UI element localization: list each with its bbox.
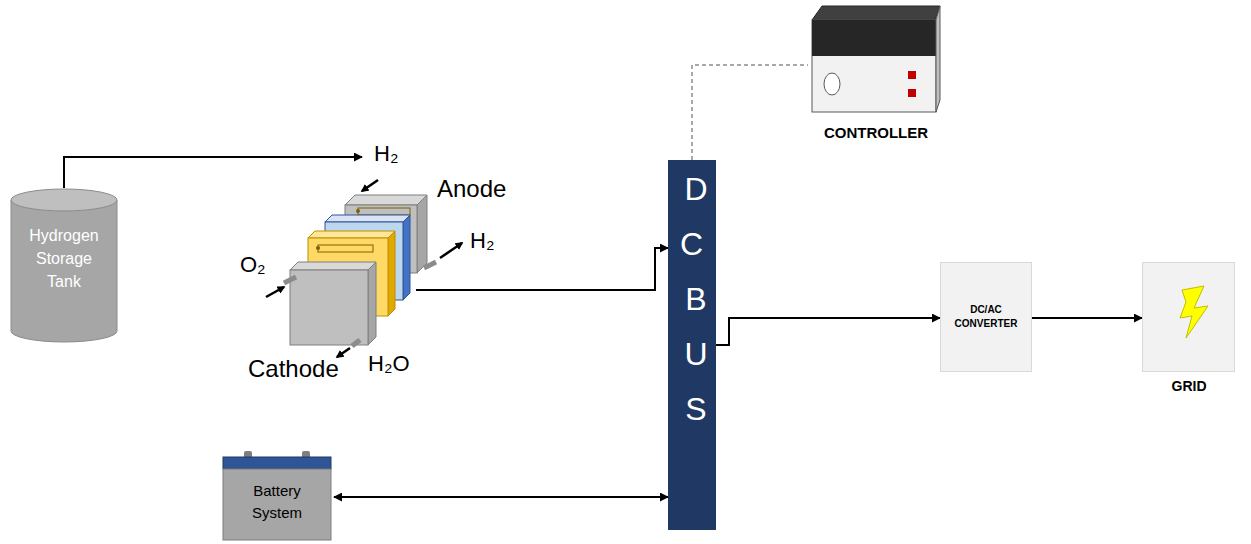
gas-label: H₂: [374, 143, 398, 165]
connector: [334, 496, 668, 498]
grid-label: GRID: [1142, 379, 1236, 393]
connector: [716, 318, 940, 345]
dc-bus: DC BUS: [668, 160, 716, 530]
gas-label: H₂: [470, 230, 494, 252]
fuel-cell: AnodeCathode: [240, 150, 450, 382]
battery-box: Battery System: [220, 450, 334, 542]
tank-label: Hydrogen Storage Tank: [20, 224, 108, 293]
battery-label: Battery System: [228, 480, 326, 524]
gas-label: O₂: [240, 254, 266, 276]
connector: [64, 157, 362, 188]
connector: [1032, 317, 1142, 319]
electrode-label: Cathode: [248, 357, 339, 381]
grid-box: GRID: [1142, 262, 1236, 404]
bus-label: DC BUS: [680, 162, 712, 437]
controller-unit: CONTROLLER: [808, 4, 944, 144]
controller-device: [808, 4, 944, 144]
controller-label: CONTROLLER: [808, 125, 944, 140]
storage-tank: Hydrogen Storage Tank: [10, 188, 118, 343]
converter-box: DC/AC CONVERTER: [940, 262, 1032, 372]
connector: [692, 65, 808, 160]
converter-label: DC/AC CONVERTER: [946, 303, 1026, 331]
electrode-label: Anode: [437, 177, 506, 201]
connector: [450, 248, 668, 290]
gas-label: H₂O: [368, 353, 410, 375]
fuel-cell-stack: [240, 150, 450, 382]
